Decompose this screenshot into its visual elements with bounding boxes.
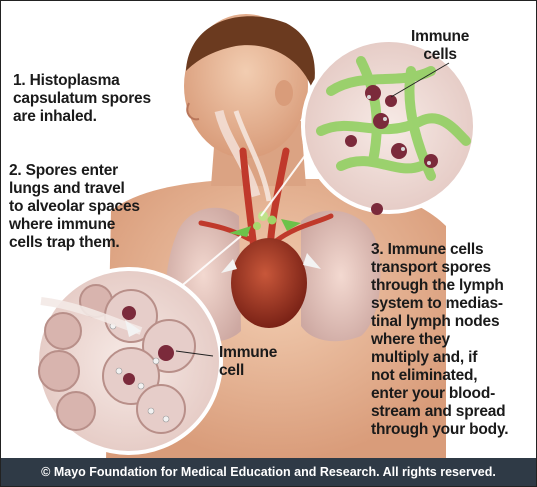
immune-cells-callout: Immune cells (411, 28, 470, 63)
step-3-text: 3. Immune cells transport spores through… (371, 241, 509, 438)
lymph-flow-arrows (229, 219, 301, 237)
copyright-footer: © Mayo Foundation for Medical Education … (1, 458, 536, 486)
head (184, 14, 315, 158)
step-2-text: 2. Spores enter lungs and travel to alve… (9, 162, 140, 251)
lymph-magnified-circle (301, 38, 477, 215)
heart (231, 238, 307, 328)
airflow-path (214, 109, 261, 198)
spore-spray (118, 109, 185, 154)
illustration (35, 14, 477, 461)
airflow-arrows (221, 253, 321, 273)
mediastinal-lymph-nodes (253, 211, 277, 230)
alveoli-magnified-circle (35, 267, 223, 455)
immune-cell-callout: Immune cell (219, 344, 278, 379)
step-1-text: 1. Histoplasma capsulatum spores are inh… (13, 72, 151, 125)
